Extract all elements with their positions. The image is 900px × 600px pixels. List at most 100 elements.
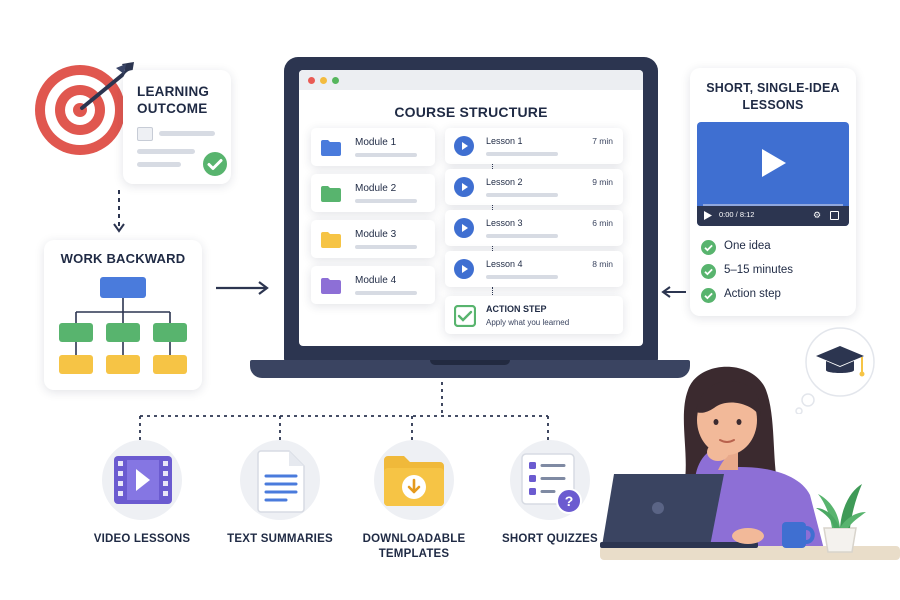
document-icon: [256, 450, 306, 514]
lesson-item[interactable]: Lesson 3 6 min: [445, 210, 623, 246]
checklist-item: One idea: [724, 240, 771, 252]
lesson-duration: 9 min: [592, 177, 613, 187]
lesson-item[interactable]: Lesson 4 8 min: [445, 251, 623, 287]
thought-bubble: [790, 322, 882, 414]
resource-label-2: TEMPLATES: [378, 548, 450, 560]
text-line: [355, 199, 417, 203]
checklist-icon: [454, 305, 476, 327]
work-backward-card: WORK BACKWARD: [44, 240, 202, 390]
arrow-left-icon: [660, 285, 688, 299]
close-dot-icon[interactable]: [308, 77, 315, 84]
video-icon: [112, 454, 174, 506]
laptop-base-notch: [430, 360, 510, 365]
lesson-label: Lesson 4: [486, 259, 523, 269]
module-item[interactable]: Module 4: [311, 266, 435, 304]
module-label: Module 2: [355, 183, 397, 194]
folder-download-icon: [382, 454, 446, 508]
control-play-icon[interactable]: [704, 211, 712, 220]
resource-label: VIDEO LESSONS: [93, 533, 191, 545]
check-circle-icon: [701, 240, 716, 255]
text-line: [137, 149, 195, 154]
video-player[interactable]: 0:00 / 8:12 ⚙: [697, 122, 849, 226]
lesson-label: Lesson 2: [486, 177, 523, 187]
play-circle-icon: [454, 259, 474, 279]
folder-icon: [320, 185, 342, 202]
text-line: [137, 162, 181, 167]
short-lessons-title: SHORT, SINGLE-IDEA: [706, 81, 840, 95]
lesson-item[interactable]: Lesson 2 9 min: [445, 169, 623, 205]
resource-downloadable-templates[interactable]: [362, 440, 466, 530]
action-step-title: ACTION STEP: [486, 304, 547, 314]
module-label: Module 1: [355, 137, 397, 148]
window-titlebar: [299, 70, 643, 90]
text-line: [355, 291, 417, 295]
hierarchy-diagram: [52, 272, 194, 382]
lesson-duration: 7 min: [592, 136, 613, 146]
folder-icon: [320, 139, 342, 156]
play-icon[interactable]: [755, 146, 789, 180]
course-window: COURSE STRUCTURE Module 1 Module 2 Modul…: [299, 70, 643, 346]
lesson-connector: [492, 246, 493, 251]
module-label: Module 4: [355, 275, 397, 286]
laptop-base: [250, 360, 690, 378]
text-line: [486, 193, 558, 197]
check-circle-icon: [701, 264, 716, 279]
resource-text-summaries[interactable]: [228, 440, 332, 530]
lesson-connector: [492, 287, 493, 295]
arrow-down-icon: [112, 188, 126, 238]
action-step-subtitle: Apply what you learned: [486, 318, 570, 327]
video-time: 0:00 / 8:12: [719, 210, 755, 219]
learning-outcome-title-2: OUTCOME: [137, 101, 208, 116]
lesson-label: Lesson 1: [486, 136, 523, 146]
learning-outcome-title: LEARNING: [137, 84, 210, 99]
text-line: [159, 131, 215, 136]
target-icon: [30, 60, 140, 160]
resource-label: SHORT QUIZZES: [502, 533, 598, 545]
resource-label: DOWNLOADABLE: [362, 533, 466, 545]
lesson-connector: [492, 164, 493, 169]
resource-connectors: [120, 380, 570, 442]
text-line: [486, 275, 558, 279]
learning-outcome-card: LEARNING OUTCOME: [123, 70, 231, 184]
arrow-right-icon: [214, 280, 272, 296]
resource-video-lessons[interactable]: [90, 440, 194, 530]
maximize-dot-icon[interactable]: [332, 77, 339, 84]
play-circle-icon: [454, 136, 474, 156]
video-controls: [697, 206, 849, 226]
action-step-item[interactable]: ACTION STEP Apply what you learned: [445, 296, 623, 334]
course-structure-title: COURSE STRUCTURE: [394, 104, 548, 120]
resource-label: TEXT SUMMARIES: [227, 533, 333, 545]
minimize-dot-icon[interactable]: [320, 77, 327, 84]
quiz-icon: ?: [520, 452, 584, 516]
progress-track[interactable]: [703, 204, 843, 206]
resource-short-quizzes[interactable]: ?: [498, 440, 602, 530]
text-line: [355, 153, 417, 157]
image-placeholder-icon: [137, 127, 153, 141]
text-line: [355, 245, 417, 249]
module-label: Module 3: [355, 229, 397, 240]
lesson-item[interactable]: Lesson 1 7 min: [445, 128, 623, 164]
svg-text:?: ?: [565, 493, 574, 509]
text-line: [486, 152, 558, 156]
work-backward-title: WORK BACKWARD: [60, 251, 186, 266]
play-circle-icon: [454, 177, 474, 197]
lesson-connector: [492, 205, 493, 210]
text-line: [486, 234, 558, 238]
checklist-item: Action step: [724, 288, 781, 300]
short-lessons-card: SHORT, SINGLE-IDEA LESSONS 0:00 / 8:12 ⚙…: [690, 68, 856, 316]
lesson-label: Lesson 3: [486, 218, 523, 228]
lesson-duration: 6 min: [592, 218, 613, 228]
learner-illustration: [600, 360, 900, 600]
short-lessons-title-2: LESSONS: [742, 98, 804, 112]
folder-icon: [320, 231, 342, 248]
check-circle-icon: [701, 288, 716, 303]
module-item[interactable]: Module 3: [311, 220, 435, 258]
settings-gear-icon[interactable]: ⚙: [813, 210, 822, 220]
fullscreen-icon[interactable]: [830, 211, 839, 220]
checklist-item: 5–15 minutes: [724, 264, 794, 276]
lesson-duration: 8 min: [592, 259, 613, 269]
module-item[interactable]: Module 2: [311, 174, 435, 212]
folder-icon: [320, 277, 342, 294]
module-item[interactable]: Module 1: [311, 128, 435, 166]
check-badge-icon: [201, 150, 229, 178]
